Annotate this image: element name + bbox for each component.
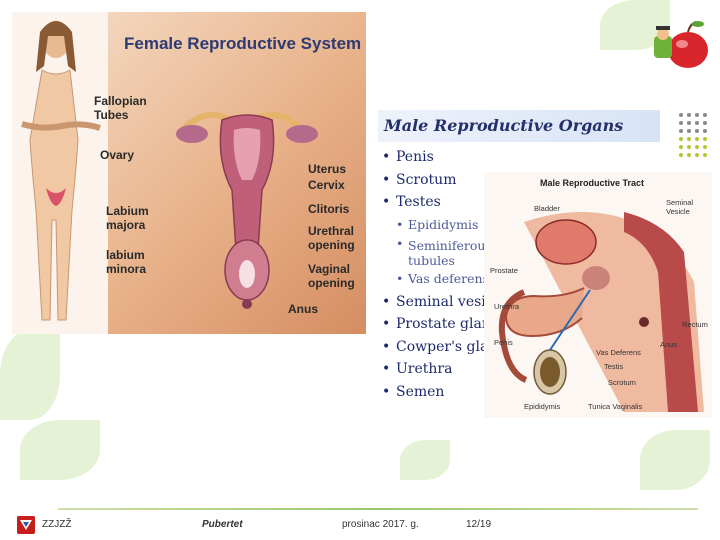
label-clitoris: Clitoris [308, 202, 350, 216]
list-item: Seminal vesicle [382, 291, 506, 314]
male-tract-diagram: Male Reproductive Tract Bladder Seminal … [484, 172, 712, 418]
label-uterus: Uterus [308, 162, 347, 176]
label-urethra: Urethra [494, 302, 520, 311]
female-organs-diagram [176, 112, 318, 309]
list-item: Urethra [382, 358, 506, 381]
list-item: Scrotum [382, 169, 506, 192]
label-fallopian-tubes: Fallopian Tubes [94, 94, 147, 122]
label-epididymis: Epididymis [524, 402, 561, 411]
footer-organization: ZZJZŽ [42, 519, 72, 530]
decorative-leaf [400, 440, 450, 480]
label-ovary: Ovary [100, 148, 135, 162]
label-prostate: Prostate [490, 266, 518, 275]
male-tract-illustration [498, 212, 704, 412]
footer-topic: Pubertet [202, 519, 243, 530]
decorative-dot-grid [679, 113, 707, 157]
decorative-leaf [0, 330, 60, 420]
label-seminal-vesicle: Seminal Vesicle [666, 198, 694, 216]
female-diagram-title: Female Reproductive System [124, 34, 362, 53]
list-item: Prostate gland [382, 313, 506, 336]
label-urethral-opening: Urethral opening [308, 224, 355, 252]
label-labium-minora: labium minora [106, 248, 147, 276]
label-rectum: Rectum [682, 320, 708, 329]
label-cervix: Cervix [308, 178, 345, 192]
apple-mascot-icon [654, 21, 708, 68]
male-organ-list: Penis Scrotum Testes Epididymis Seminife… [382, 146, 506, 403]
list-subitem: Vas deferens [382, 268, 506, 291]
female-body-figure [12, 12, 108, 334]
male-diagram-title: Male Reproductive Organs [384, 116, 624, 135]
label-testis: Testis [604, 362, 624, 371]
male-reproductive-image: Male Reproductive Organs Penis Scrotum T… [378, 106, 712, 418]
list-item: Cowper's gland [382, 336, 506, 359]
label-anus: Anus [288, 302, 318, 316]
footer-page-number: 12/19 [466, 519, 492, 530]
footer-divider [58, 508, 698, 510]
label-labium-majora: Labium majora [106, 204, 149, 232]
list-subitem: Seminiferous tubules [382, 236, 492, 268]
male-title-bar: Male Reproductive Organs [378, 110, 660, 142]
label-anus-male: Anus [660, 340, 678, 349]
label-penis: Penis [494, 338, 513, 347]
list-subitem: Epididymis [382, 214, 506, 237]
decorative-leaf [20, 420, 100, 480]
male-tract-title: Male Reproductive Tract [540, 178, 645, 188]
footer-date: prosinac 2017. g. [342, 519, 419, 530]
label-vaginal-opening: Vaginal opening [308, 262, 355, 290]
female-figure-icon [21, 21, 101, 321]
list-item: Testes [382, 191, 506, 214]
label-bladder: Bladder [534, 204, 560, 213]
label-scrotum: Scrotum [608, 378, 636, 387]
female-reproductive-image: Female Reproductive System Fallopian Tub… [12, 12, 366, 334]
list-item: Penis [382, 146, 506, 169]
list-item: Semen [382, 381, 506, 404]
institute-logo-icon [17, 516, 35, 534]
label-tunica-vaginalis: Tunica Vaginalis [588, 402, 643, 411]
slide-footer: ZZJZŽ Pubertet prosinac 2017. g. 12/19 [0, 500, 720, 540]
label-vas-deferens: Vas Deferens [596, 348, 641, 357]
decorative-leaf [640, 430, 710, 490]
